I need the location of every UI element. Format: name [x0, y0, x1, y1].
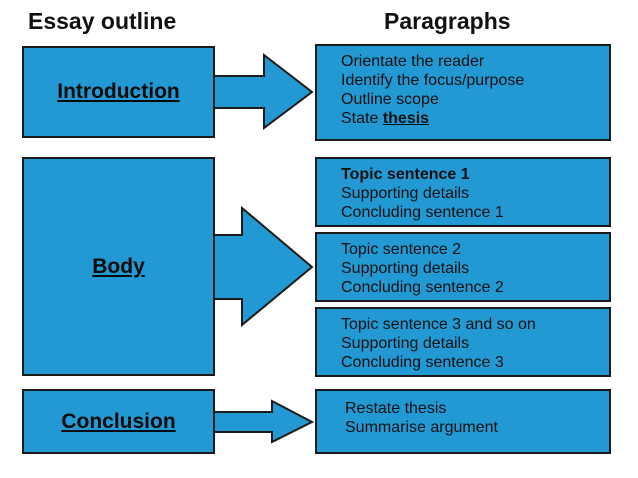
conclusion-box: Conclusion — [22, 389, 215, 454]
body-arrow — [212, 205, 314, 328]
body-paragraph-1-box: Topic sentence 1 Supporting details Conc… — [315, 157, 611, 227]
introduction-label: Introduction — [57, 80, 180, 103]
intro-line-focus: Identify the focus/purpose — [341, 72, 525, 89]
body-2-supporting-details: Supporting details — [341, 260, 470, 277]
intro-line-thesis: State thesis — [317, 109, 609, 128]
intro-line-scope: Outline scope — [341, 91, 439, 108]
body-1-topic-sentence: Topic sentence 1 — [341, 166, 470, 183]
conclusion-restate-thesis: Restate thesis — [345, 400, 447, 417]
introduction-box: Introduction — [22, 46, 215, 138]
introduction-arrow — [212, 52, 314, 130]
body-3-supporting-details: Supporting details — [341, 335, 470, 352]
body-1-supporting-details: Supporting details — [341, 185, 470, 202]
body-1-concluding-sentence: Concluding sentence 1 — [341, 204, 504, 221]
intro-line-thesis-emphasis: thesis — [382, 110, 430, 127]
conclusion-arrow — [212, 399, 315, 444]
body-2-topic-sentence: Topic sentence 2 — [341, 241, 462, 258]
conclusion-paragraph-box: Restate thesis Summarise argument — [315, 389, 611, 454]
body-3-concluding-sentence: Concluding sentence 3 — [341, 354, 504, 371]
body-3-topic-sentence: Topic sentence 3 and so on — [341, 316, 536, 333]
paragraphs-heading: Paragraphs — [384, 8, 511, 34]
body-label: Body — [92, 254, 145, 278]
essay-outline-heading: Essay outline — [28, 8, 177, 34]
introduction-paragraph-box: Orientate the reader Identify the focus/… — [315, 44, 611, 141]
body-paragraph-3-box: Topic sentence 3 and so on Supporting de… — [315, 307, 611, 377]
intro-line-orientate: Orientate the reader — [341, 53, 485, 70]
body-paragraph-2-box: Topic sentence 2 Supporting details Conc… — [315, 232, 611, 302]
body-box: Body — [22, 157, 215, 376]
intro-line-thesis-prefix: State — [341, 110, 383, 127]
conclusion-summarise-argument: Summarise argument — [345, 419, 498, 436]
conclusion-label: Conclusion — [61, 409, 176, 433]
body-2-concluding-sentence: Concluding sentence 2 — [341, 279, 504, 296]
